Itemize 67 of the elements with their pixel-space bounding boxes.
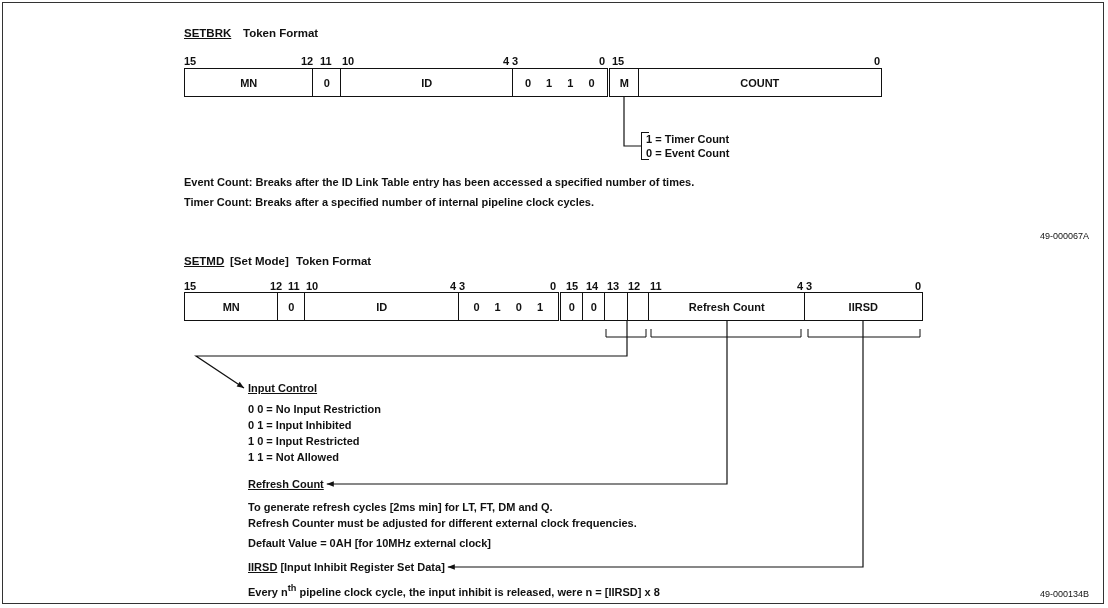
bit-field: 0 <box>277 292 306 321</box>
note-text: Timer Count: Breaks after a specified number of internal pipeline clock cycles. <box>184 196 594 209</box>
bit-number: 4 <box>797 280 804 293</box>
bit-number: 0 <box>874 55 881 68</box>
empty-bit-field <box>604 292 629 321</box>
leader-line <box>623 96 642 147</box>
format-title: Token Format <box>243 27 319 40</box>
bit-number: 12 <box>270 280 283 293</box>
bit-number: 10 <box>342 55 355 68</box>
bit-number: 15 <box>184 55 197 68</box>
value-note: 0 = Event Count <box>646 146 730 160</box>
bit-field: IIRSD <box>804 292 923 321</box>
bit-number: 0 <box>550 280 557 293</box>
bit-number: 15 <box>566 280 579 293</box>
bit-number: 11 <box>288 280 300 293</box>
bit-number: 14 <box>586 280 599 293</box>
bit-field: 0 1 0 1 <box>458 292 559 321</box>
bit-field: MN <box>184 292 279 321</box>
bit-number: 0 <box>915 280 922 293</box>
note-text: 0 0 = No Input Restriction <box>248 403 381 416</box>
bit-field: 0 <box>582 292 606 321</box>
leader-arrow <box>194 320 628 389</box>
heading-description: [Input Inhibit Register Set Data] <box>279 561 445 573</box>
bit-field: Refresh Count <box>648 292 806 321</box>
format-title: SETMD <box>184 255 225 268</box>
bit-number: 3 <box>806 280 813 293</box>
bit-number: 4 <box>503 55 510 68</box>
figure-code: 49-000067A <box>1040 230 1090 243</box>
bit-number: 15 <box>184 280 197 293</box>
bit-field: COUNT <box>638 68 882 97</box>
bit-field: 0 <box>560 292 584 321</box>
bit-field: ID <box>340 68 514 97</box>
bit-field: 0 <box>312 68 342 97</box>
note-text: Default Value = 0AH [for 10MHz external clock] <box>248 537 491 550</box>
bit-field: ID <box>304 292 460 321</box>
leader-arrow <box>326 320 728 487</box>
format-title: [Set Mode] <box>230 255 289 268</box>
bit-number: 11 <box>320 55 332 68</box>
section-heading: Input Control <box>248 381 318 395</box>
bit-number: 12 <box>301 55 314 68</box>
note-text: To generate refresh cycles [2ms min] for LT, FT, DM and Q. <box>248 501 553 514</box>
note-text: Every n$^{th}$ pipeline clock cycle, the input inhibit is released, were n = [IIRSD] x 8 <box>248 582 660 599</box>
note-text: 1 0 = Input Restricted <box>248 435 360 448</box>
note-text: 1 1 = Not Allowed <box>248 451 339 464</box>
bit-field: MN <box>184 68 314 97</box>
bit-number: 13 <box>607 280 620 293</box>
section-heading: IIRSD <box>248 561 278 573</box>
empty-bit-field <box>627 292 650 321</box>
section-heading: Refresh Count <box>248 477 324 491</box>
note-text: Event Count: Breaks after the ID Link Table entry has been accessed a specified number of times. <box>184 176 695 189</box>
bit-number: 0 <box>599 55 606 68</box>
bit-field: 0 1 1 0 <box>512 68 608 97</box>
bit-number: 11 <box>650 280 662 293</box>
bit-number: 15 <box>612 55 625 68</box>
bit-number: 10 <box>306 280 319 293</box>
format-title: Token Format <box>296 255 372 268</box>
note-text: 0 1 = Input Inhibited <box>248 419 352 432</box>
bit-number: 3 <box>512 55 519 68</box>
format-title: SETBRK <box>184 27 232 40</box>
figure-code: 49-000134B <box>1040 588 1090 601</box>
value-note: 1 = Timer Count <box>646 132 730 146</box>
bit-number: 12 <box>628 280 641 293</box>
note-text: Refresh Counter must be adjusted for different external clock frequencies. <box>248 517 637 530</box>
bit-number: 3 <box>459 280 466 293</box>
bit-number: 4 <box>450 280 457 293</box>
leader-arrow <box>447 320 864 570</box>
bit-field: M <box>609 68 640 97</box>
